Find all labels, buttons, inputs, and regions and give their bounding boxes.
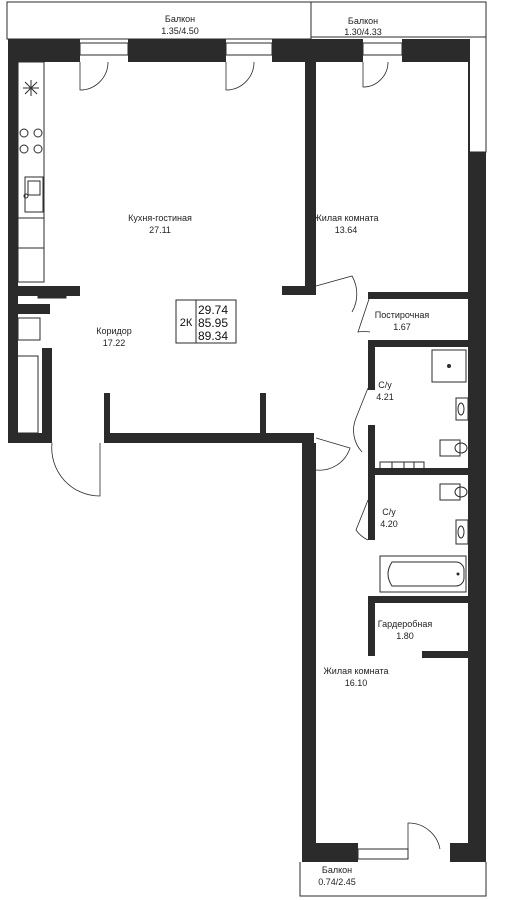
area-summary: 2К 29.74 85.95 89.34	[175, 299, 237, 344]
bath-2-name: С/у	[382, 507, 396, 517]
laundry-name: Постирочная	[375, 310, 430, 320]
balcony-outlines	[6, 1, 487, 897]
bath-1-area: 4.21	[376, 392, 394, 402]
fan-icon	[23, 80, 39, 96]
kitchen-living-name: Кухня-гостиная	[128, 213, 192, 223]
balcony-2-name: Балкон	[348, 16, 378, 26]
bedroom-2-name: Жилая комната	[323, 666, 388, 676]
toilet-icon	[439, 483, 468, 501]
bath-1-name: С/у	[378, 380, 392, 390]
bedroom-1-name: Жилая комната	[313, 213, 378, 223]
kitchen-sink-icon	[23, 176, 44, 213]
shower-icon	[431, 349, 467, 383]
stove-icon	[19, 128, 43, 154]
laundry-area: 1.67	[393, 322, 411, 332]
room-labels: Балкон 1.35/4.50 Балкон 1.30/4.33 Кухня-…	[96, 14, 432, 887]
balcony-1-area: 1.35/4.50	[161, 26, 199, 36]
total-area: 85.95	[198, 316, 228, 330]
corridor-area: 17.22	[103, 338, 126, 348]
bedroom-1-area: 13.64	[335, 225, 358, 235]
apartment-type: 2К	[180, 317, 193, 329]
windows	[79, 42, 409, 860]
bath-2-area: 4.20	[380, 519, 398, 529]
living-area: 29.74	[198, 303, 228, 317]
bathtub-icon	[379, 555, 467, 593]
wardrobe-area: 1.80	[396, 631, 414, 641]
balcony-3-name: Балкон	[322, 865, 352, 875]
fixtures	[15, 61, 469, 593]
balcony-2-area: 1.30/4.33	[344, 27, 382, 37]
kitchen-living-area: 27.11	[149, 225, 171, 235]
sink-icon	[455, 519, 469, 545]
sink-icon	[455, 397, 469, 421]
total-with-balconies: 89.34	[198, 329, 228, 343]
bedroom-2-area: 16.10	[345, 678, 368, 688]
toilet-icon	[439, 439, 468, 457]
wardrobe-name: Гардеробная	[378, 619, 433, 629]
walls	[8, 39, 486, 862]
corridor-name: Коридор	[96, 326, 132, 336]
balcony-3-area: 0.74/2.45	[318, 877, 356, 887]
doors	[51, 61, 441, 850]
balcony-1-name: Балкон	[165, 14, 195, 24]
